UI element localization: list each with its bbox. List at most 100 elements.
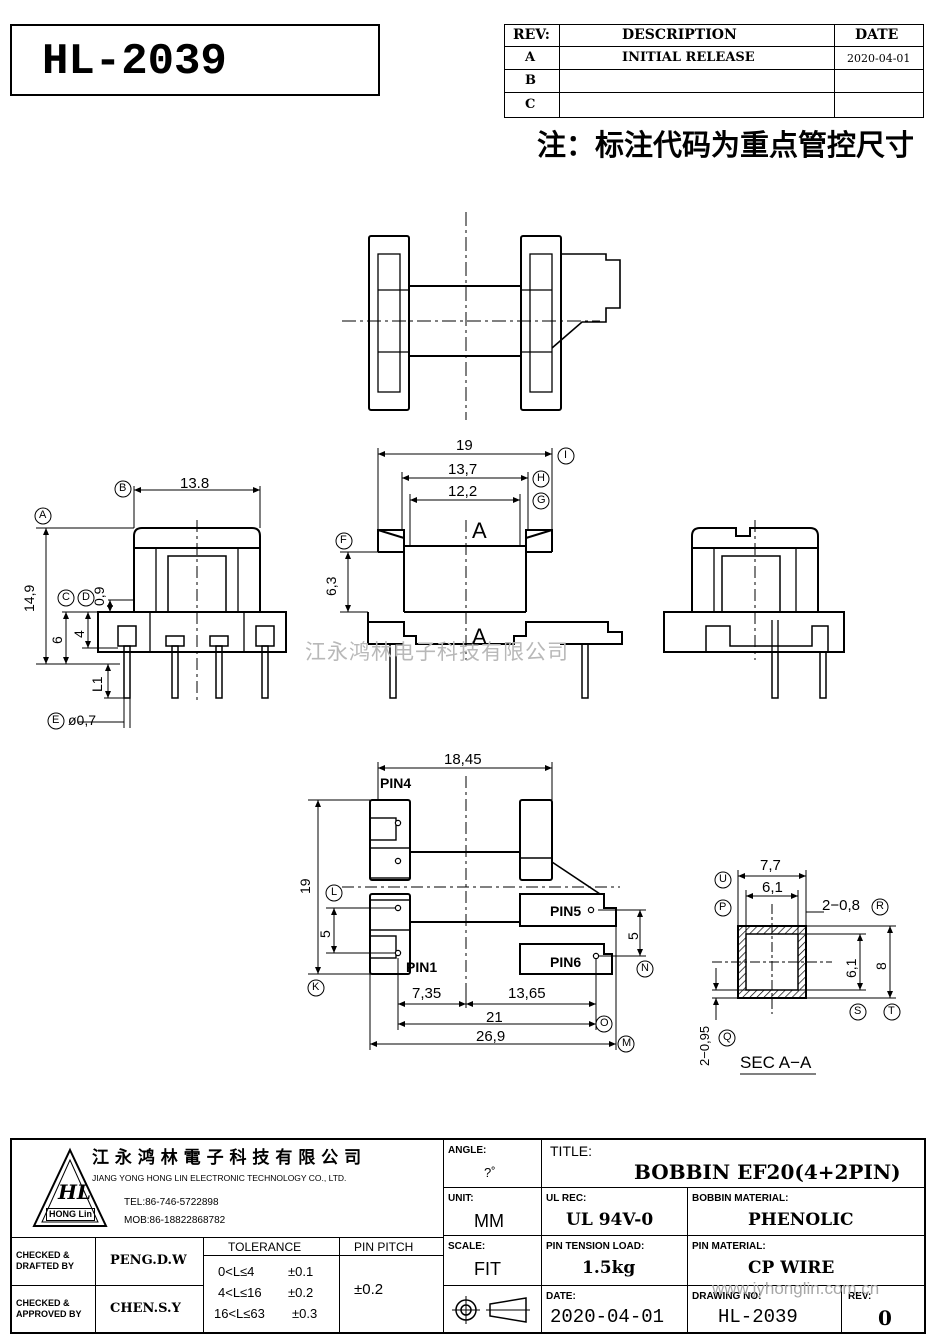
- checked-approved-label: CHECKED & APPROVED BY: [16, 1298, 82, 1319]
- section-dimensions: [712, 870, 896, 1075]
- rev-c: C: [525, 97, 536, 112]
- company-logo: [32, 1147, 108, 1227]
- dim-19-bottom: 19: [297, 878, 313, 894]
- tolerance-value-3: ±0.3: [292, 1306, 318, 1321]
- dim-5-right: 5: [625, 932, 641, 940]
- company-tel: TEL:86-746-5722898: [124, 1197, 219, 1208]
- dim-6-3: 6,3: [323, 576, 339, 596]
- company-mob: MOB:86-18822868782: [124, 1215, 226, 1226]
- tolerance-range-2: 4<L≤16: [218, 1285, 262, 1300]
- pin-tension-label: PIN TENSION LOAD:: [546, 1241, 645, 1252]
- code-n: N: [641, 962, 649, 974]
- dim-8: 8: [873, 962, 889, 970]
- code-i: I: [564, 449, 568, 461]
- description-header: DESCRIPTION: [622, 27, 737, 43]
- tolerance-value-1: ±0.1: [288, 1264, 314, 1279]
- rev-value: 0: [878, 1306, 892, 1330]
- pin-tension-value: 1.5kg: [582, 1258, 636, 1278]
- dim-19-front: 19: [456, 437, 473, 454]
- scale-value: FIT: [474, 1259, 501, 1279]
- rev-header: REV:: [513, 27, 550, 43]
- dim-12-2: 12,2: [448, 483, 478, 500]
- dim-pin-diameter: ø0,7: [68, 712, 97, 728]
- code-u: U: [719, 873, 727, 885]
- dim-13-65: 13,65: [508, 985, 546, 1002]
- bobbin-material-value: PHENOLIC: [748, 1210, 854, 1230]
- bottom-view: [342, 776, 620, 990]
- bottom-view-dimensions: [308, 762, 646, 1050]
- code-r: R: [876, 900, 884, 912]
- side-view: [97, 520, 287, 700]
- dim-6-1-vertical: 6,1: [843, 958, 859, 978]
- drawing-no-label: DRAWING NO:: [692, 1291, 762, 1302]
- dim-4: 4: [71, 630, 87, 638]
- pin-material-label: PIN MATERIAL:: [692, 1241, 766, 1252]
- dim-26-9: 26,9: [476, 1028, 506, 1045]
- pin4-label: PIN4: [380, 775, 412, 791]
- logo-subtext: HONG Lin: [46, 1208, 95, 1221]
- code-f: F: [340, 534, 347, 546]
- section-label: SEC A−A: [740, 1053, 812, 1072]
- code-m: M: [622, 1037, 632, 1049]
- side-view-dimensions: [36, 486, 261, 728]
- tolerance-label: TOLERANCE: [228, 1240, 302, 1254]
- tolerance-range-1: 0<L≤4: [218, 1264, 255, 1279]
- checked-drafted-label: CHECKED & DRAFTED BY: [16, 1250, 74, 1271]
- code-d: D: [82, 591, 90, 603]
- company-area: HL HONG Lin 江 永 鸿 林 電 子 科 技 有 限 公 司 JIAN…: [12, 1140, 444, 1238]
- dim-7-7: 7,7: [760, 857, 781, 874]
- checked-drafted-value: PENG.D.W: [110, 1253, 187, 1268]
- dim-2-0-8: 2−0,8: [822, 897, 860, 914]
- rev-label: REV:: [848, 1291, 872, 1302]
- code-p: P: [719, 901, 727, 913]
- ul-rec-label: UL REC:: [546, 1193, 587, 1204]
- bottom-view-pin-holes: [394, 819, 600, 960]
- code-a: A: [39, 509, 47, 521]
- front-view-dimensions: [340, 448, 553, 613]
- rev-b: B: [525, 73, 536, 88]
- projection-symbol-icon: [452, 1296, 530, 1324]
- section-mark-top: A: [472, 518, 487, 543]
- date-value: 2020-04-01: [550, 1306, 665, 1328]
- angle-label: ANGLE:: [448, 1145, 487, 1156]
- rev-a-description: INITIAL RELEASE: [622, 50, 755, 65]
- front-view: [367, 520, 623, 699]
- checked-approved-value: CHEN.S.Y: [110, 1301, 181, 1316]
- code-q: Q: [723, 1031, 732, 1043]
- dim-7-35: 7,35: [412, 985, 442, 1002]
- part-number: HL-2039: [42, 37, 227, 87]
- top-view: [342, 212, 621, 420]
- dim-5-left: 5: [317, 930, 333, 938]
- pin1-label: PIN1: [406, 959, 438, 975]
- date-label: DATE:: [546, 1291, 576, 1302]
- code-e: E: [52, 714, 60, 726]
- code-s: S: [854, 1005, 862, 1017]
- code-l: L: [331, 886, 338, 898]
- section-mark-bottom: A: [472, 624, 487, 649]
- balloon-codes: [34, 447, 901, 1053]
- title-value: BOBBIN EF20(4+2PIN): [634, 1160, 901, 1184]
- part-number-box: HL-2039: [10, 24, 380, 96]
- company-name-cn: 江 永 鸿 林 電 子 科 技 有 限 公 司: [92, 1148, 362, 1168]
- pin5-label: PIN5: [550, 903, 582, 919]
- rev-a: A: [525, 50, 536, 65]
- rear-view: [663, 520, 845, 699]
- revision-table: REV: DESCRIPTION DATE A INITIAL RELEASE …: [504, 24, 924, 118]
- code-h: H: [537, 472, 545, 484]
- scale-label: SCALE:: [448, 1241, 486, 1252]
- section-a-a: [712, 904, 832, 1014]
- logo-text: HL: [58, 1180, 91, 1204]
- pin-material-value: CP WIRE: [748, 1258, 835, 1278]
- angle-value: ?˚: [484, 1165, 496, 1180]
- code-g: G: [537, 494, 546, 506]
- tolerance-range-3: 16<L≤63: [214, 1306, 265, 1321]
- pin6-label: PIN6: [550, 954, 582, 970]
- unit-value: MM: [474, 1211, 504, 1231]
- dim-18-45: 18,45: [444, 751, 482, 768]
- code-t: T: [888, 1005, 895, 1017]
- website-watermark: www.jyhonglin.com.cn: [712, 1279, 880, 1298]
- code-k: K: [312, 981, 320, 993]
- dim-6: 6: [49, 636, 65, 644]
- dim-13-7: 13,7: [448, 461, 478, 478]
- pin-pitch-value: ±0.2: [354, 1281, 384, 1298]
